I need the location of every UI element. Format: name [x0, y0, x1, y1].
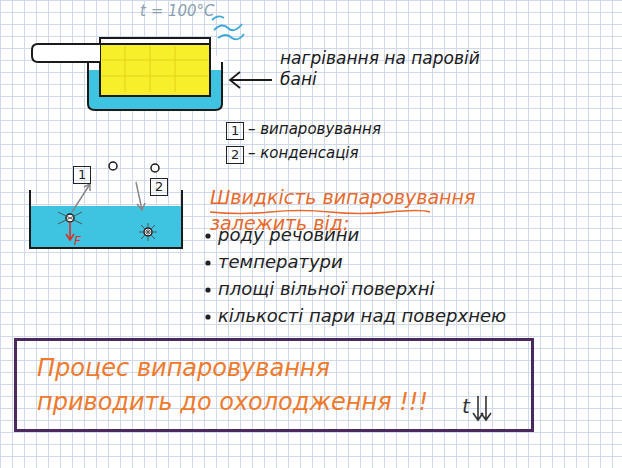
- heading: Швидкість випаровування: [210, 186, 475, 210]
- node-text: 1: [231, 123, 239, 138]
- temperature-label: t = 100°C: [140, 2, 215, 21]
- steam: [212, 16, 244, 39]
- water: [31, 206, 181, 247]
- node-text: 2: [155, 179, 163, 194]
- note: нагрівання на паровій бані: [280, 48, 480, 91]
- bullet-text: кількості пари над поверхнею: [218, 305, 506, 328]
- evaporation-arrow: [72, 184, 90, 212]
- inner-pot: [100, 38, 210, 96]
- callout-number: 1: [73, 166, 91, 184]
- bullet-text: роду речовини: [218, 224, 359, 247]
- node-text: 2: [231, 147, 239, 162]
- force-arrow: [66, 222, 74, 240]
- bullet-text: площі вільної поверхні: [218, 278, 435, 301]
- conclusion-frame: Процес випаровування приводить до охолод…: [14, 338, 534, 432]
- node-text: 1: [78, 167, 86, 182]
- pointer-arrow: [230, 72, 272, 88]
- decrease-arrows: [473, 396, 491, 420]
- symbol-label: t: [462, 394, 470, 419]
- legend-text: – випаровування: [248, 120, 381, 139]
- callout-number: 1: [226, 122, 244, 140]
- legend-text: – конденсація: [248, 144, 359, 163]
- force-label: F: [74, 234, 81, 249]
- bullet-text: температури: [218, 251, 343, 274]
- pot-handle: [32, 44, 100, 62]
- node-text: Процес випаровування приводить до охолод…: [37, 351, 467, 419]
- vessel: [30, 190, 182, 248]
- callout-number: 2: [150, 178, 168, 196]
- condensation-arrow: [136, 182, 145, 210]
- callout-number: 2: [226, 146, 244, 164]
